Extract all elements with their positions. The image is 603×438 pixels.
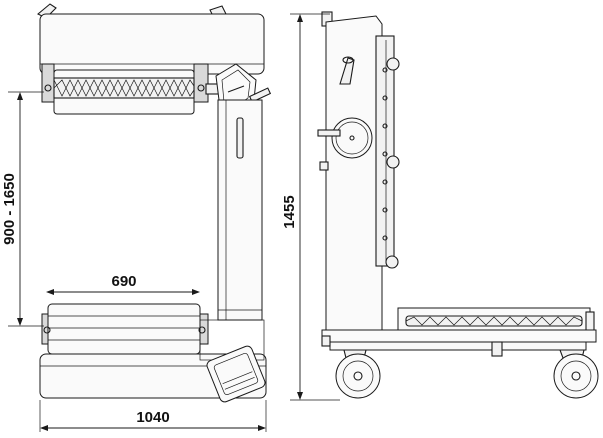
caster-left xyxy=(335,349,381,399)
side-view xyxy=(317,11,400,331)
dimension-overall-height: 1455 xyxy=(281,13,340,401)
side-base xyxy=(321,307,597,357)
dimension-label-1040: 1040 xyxy=(136,409,169,426)
side-disc xyxy=(331,117,373,159)
column-lever xyxy=(236,117,244,159)
front-view xyxy=(37,3,272,403)
foot-pedal xyxy=(206,345,266,403)
dimension-bottom-width: 1040 xyxy=(39,400,267,432)
caster-right xyxy=(553,349,599,399)
dimension-label-1455: 1455 xyxy=(281,195,298,228)
lower-roller xyxy=(41,303,209,355)
dimension-label-900-1650: 900 - 1650 xyxy=(1,173,18,245)
dimension-inner-width: 690 xyxy=(46,273,200,295)
rivets xyxy=(382,67,388,241)
upper-frame xyxy=(39,13,265,75)
upper-roller xyxy=(41,63,209,115)
dimension-adjustable-height: 900 - 1650 xyxy=(1,91,44,327)
dimension-label-690: 690 xyxy=(111,273,136,290)
